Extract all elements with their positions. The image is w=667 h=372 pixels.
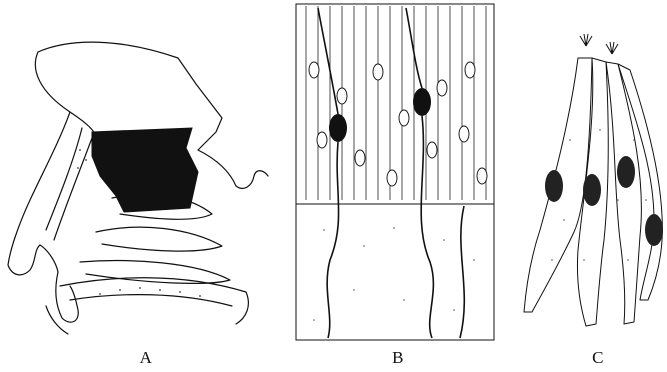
panel-b: B: [294, 0, 500, 372]
panel-a: A: [0, 0, 280, 372]
olfactory-region-shape: [92, 128, 198, 212]
panel-label-a: A: [126, 348, 166, 368]
isolated-cells-drawing: [514, 0, 667, 340]
panel-label-c: C: [578, 348, 618, 368]
epithelium-drawing: [294, 0, 500, 340]
panel-c: C: [514, 0, 667, 372]
panel-label-b: B: [378, 348, 418, 368]
nasal-cavity-drawing: [0, 0, 280, 340]
